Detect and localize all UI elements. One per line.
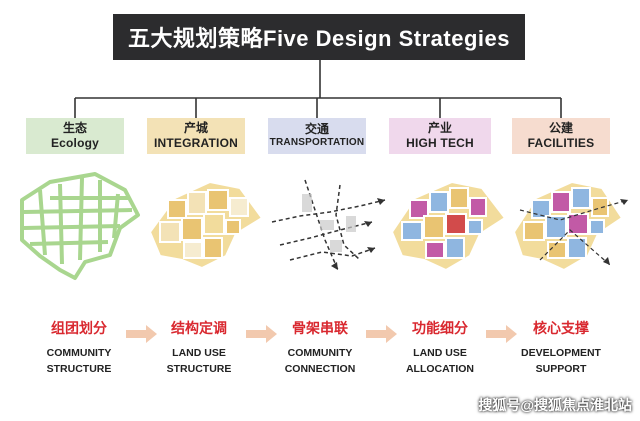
strategy-maps [20, 172, 629, 280]
step-5-en-line2: SUPPORT [535, 362, 587, 375]
facilities-map-illustration [512, 180, 624, 272]
category-integration: 产城 INTEGRATION [147, 118, 245, 154]
step-community-structure: 组团划分 COMMUNITY STRUCTURE [20, 318, 138, 378]
category-high-tech-zh: 产业 [427, 121, 452, 136]
step-2-en-line1: LAND USE [172, 347, 226, 359]
step-development-support: 核心支撑 DEVELOPMENT SUPPORT [502, 318, 620, 378]
category-ecology-zh: 生态 [62, 121, 87, 136]
category-high-tech-en: HIGH TECH [406, 136, 474, 150]
step-2-en-line2: STRUCTURE [166, 362, 232, 375]
watermark: 搜狐号@搜狐焦点淮北站 [478, 397, 632, 413]
page-title: 五大规划策略Five Design Strategies [128, 26, 510, 51]
step-1-en-line1: COMMUNITY [46, 347, 112, 359]
integration-map-illustration [148, 180, 264, 270]
facilities-arrows [603, 199, 628, 265]
category-transportation: 交通 TRANSPORTATION [268, 118, 366, 154]
category-facilities-zh: 公建 [548, 121, 573, 136]
step-4-en-line1: LAND USE [413, 347, 467, 359]
category-ecology: 生态 Ecology [26, 118, 124, 154]
step-4-en-line2: ALLOCATION [405, 362, 475, 375]
high-tech-map-illustration [390, 180, 507, 272]
category-transportation-zh: 交通 [304, 122, 329, 137]
category-high-tech: 产业 HIGH TECH [389, 118, 491, 154]
step-land-use-allocation: 功能细分 LAND USE ALLOCATION [381, 318, 499, 378]
step-5-zh: 核心支撑 [533, 320, 589, 336]
facilities-network [519, 199, 629, 266]
step-arrow-2 [246, 325, 277, 343]
step-land-use-structure: 结构定调 LAND USE STRUCTURE [140, 318, 258, 378]
step-3-en-line2: CONNECTION [284, 362, 356, 375]
step-3-zh: 骨架串联 [292, 320, 348, 336]
step-1-en-line2: STRUCTURE [46, 362, 112, 375]
category-integration-zh: 产城 [183, 121, 208, 136]
step-arrow-3 [366, 325, 397, 343]
category-facilities-en: FACILITIES [527, 136, 595, 150]
step-3-en-line1: COMMUNITY [287, 347, 353, 359]
step-2-zh: 结构定调 [171, 320, 227, 336]
transportation-map-blocks [302, 194, 356, 252]
step-5-en-line1: DEVELOPMENT [521, 347, 601, 359]
category-integration-en: INTEGRATION [154, 136, 238, 150]
step-4-zh: 功能细分 [412, 320, 468, 336]
step-arrow-4 [486, 325, 517, 343]
step-arrow-1 [126, 325, 157, 343]
step-community-connection: 骨架串联 COMMUNITY CONNECTION [261, 318, 379, 378]
step-1-zh: 组团划分 [51, 320, 107, 336]
category-ecology-en: Ecology [50, 136, 100, 150]
transportation-arrows [331, 198, 385, 270]
title-bar: 五大规划策略Five Design Strategies [113, 14, 525, 60]
category-transportation-en: TRANSPORTATION [269, 137, 365, 149]
category-facilities: 公建 FACILITIES [512, 118, 610, 154]
ecology-map-illustration [20, 172, 140, 280]
